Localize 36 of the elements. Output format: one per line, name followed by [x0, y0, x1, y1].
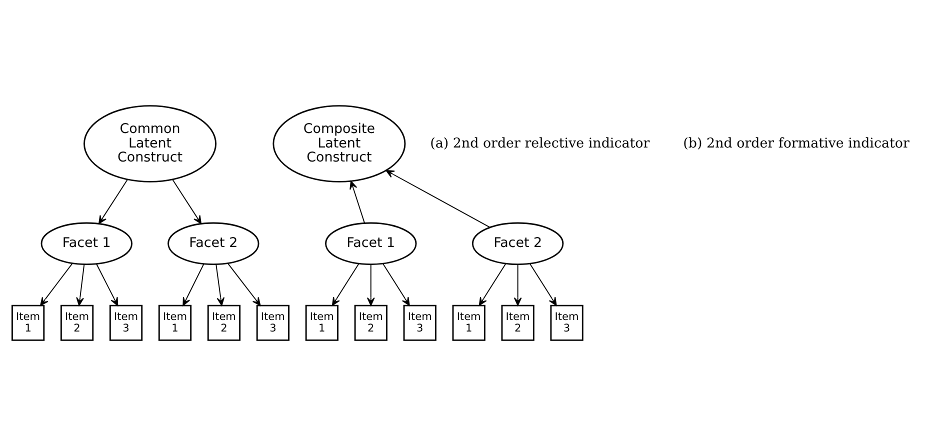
node-box: Item 2	[501, 304, 534, 341]
node-ellipse: Composite Latent Construct	[272, 105, 406, 182]
node-box: Item 3	[109, 304, 143, 341]
node-box: Item 2	[60, 304, 94, 341]
arrow	[227, 262, 261, 306]
arrow	[216, 264, 225, 306]
node-ellipse: Facet 2	[472, 222, 564, 266]
arrow	[332, 263, 360, 306]
arrow	[172, 179, 202, 224]
arrow	[382, 263, 410, 306]
arrow	[386, 170, 490, 228]
label: (a) 2nd order relective indicator	[430, 136, 650, 152]
arrow	[514, 264, 522, 306]
node-ellipse: Facet 1	[325, 222, 417, 266]
node-ellipse: Facet 2	[168, 222, 260, 266]
arrow	[182, 264, 204, 306]
arrow	[478, 263, 506, 306]
node-box: Item 3	[550, 304, 584, 341]
arrow	[366, 264, 375, 306]
arrow	[98, 179, 128, 224]
node-ellipse: Common Latent Construct	[84, 105, 217, 182]
node-box: Item 3	[403, 304, 436, 341]
arrow	[40, 262, 73, 306]
node-box: Item 1	[158, 304, 192, 341]
arrow	[96, 264, 118, 306]
node-box: Item 2	[207, 304, 241, 341]
node-box: Item 1	[452, 304, 486, 341]
label: (b) 2nd order formative indicator	[683, 136, 910, 152]
node-box: Item 3	[256, 304, 290, 341]
arrow	[76, 264, 85, 306]
node-ellipse: Facet 1	[40, 222, 132, 266]
node-box: Item 1	[12, 304, 45, 341]
arrow	[529, 263, 557, 306]
node-box: Item 2	[354, 304, 388, 341]
arrow	[350, 180, 365, 224]
node-box: Item 1	[305, 304, 338, 341]
